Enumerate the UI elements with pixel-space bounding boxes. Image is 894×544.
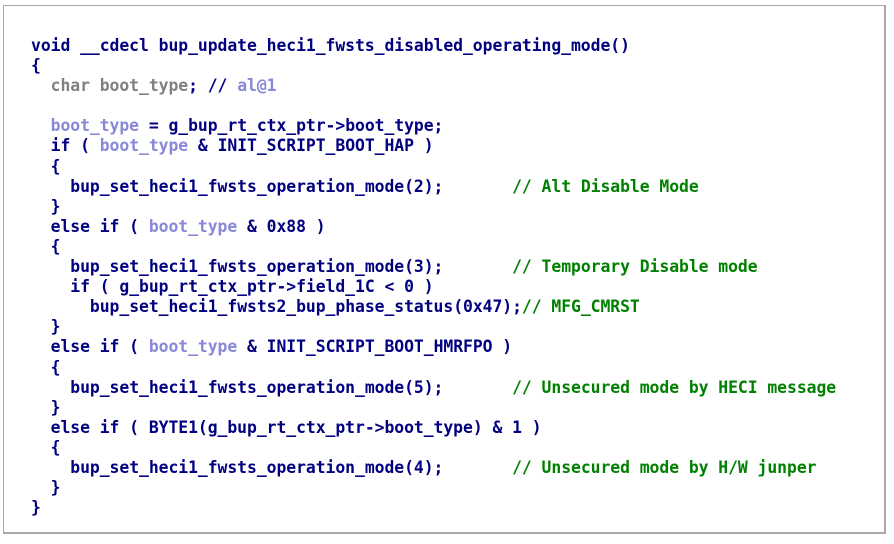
code-line[interactable]: } <box>31 498 836 518</box>
code-token: if ( <box>50 136 100 156</box>
comment-token: // Alt Disable Mode <box>443 176 699 196</box>
code-indent <box>31 337 51 356</box>
code-token: bup_set_heci1_fwsts2_bup_phase_status(0x… <box>89 297 522 317</box>
code-token: & 0x88 ) <box>237 216 326 236</box>
code-indent <box>31 237 51 256</box>
local-variable-token: al@1 <box>227 76 277 96</box>
code-token: } <box>50 397 61 417</box>
comment-token: // Unsecured mode by HECI message <box>443 377 837 397</box>
comment-token: // MFG_CMRST <box>521 297 640 317</box>
code-token: & INIT_SCRIPT_BOOT_HAP ) <box>188 136 434 156</box>
code-line[interactable]: { <box>31 358 836 378</box>
code-token: } <box>50 478 61 498</box>
code-token: bup_set_heci1_fwsts_operation_mode(4); <box>70 457 444 477</box>
code-indent <box>31 398 51 417</box>
code-line[interactable]: } <box>31 398 836 418</box>
code-line[interactable]: boot_type = g_bup_rt_ctx_ptr->boot_type; <box>31 116 836 136</box>
local-variable-token: boot_type <box>50 116 140 136</box>
code-token: { <box>50 156 61 176</box>
code-indent <box>31 197 51 216</box>
local-variable-token: boot_type <box>148 216 238 236</box>
local-variable-token: boot_type <box>99 136 189 156</box>
code-token: } <box>31 498 41 518</box>
code-line[interactable]: else if ( boot_type & 0x88 ) <box>31 217 836 237</box>
pseudocode-panel: void __cdecl bup_update_heci1_fwsts_disa… <box>3 5 886 534</box>
local-variable-token: boot_type <box>148 337 238 357</box>
code-token: bup_set_heci1_fwsts_operation_mode(3); <box>70 257 444 277</box>
code-line[interactable]: { <box>31 438 836 458</box>
code-indent <box>31 317 51 336</box>
code-line[interactable]: else if ( BYTE1(g_bup_rt_ctx_ptr->boot_t… <box>31 418 836 438</box>
code-token: = g_bup_rt_ctx_ptr->boot_type; <box>139 116 444 136</box>
code-indent <box>31 157 51 176</box>
code-token: else if ( <box>50 337 149 357</box>
code-token: bup_set_heci1_fwsts_operation_mode(5); <box>70 377 444 397</box>
code-indent <box>31 177 70 196</box>
code-line[interactable]: bup_set_heci1_fwsts_operation_mode(3); /… <box>31 257 836 277</box>
comment-token: // Unsecured mode by H/W junper <box>443 457 817 477</box>
code-token: void __cdecl bup_update_heci1_fwsts_disa… <box>31 36 630 55</box>
code-line[interactable]: { <box>31 157 836 177</box>
code-line[interactable]: bup_set_heci1_fwsts_operation_mode(4); /… <box>31 458 836 478</box>
code-indent <box>31 458 70 477</box>
code-token: if ( g_bup_rt_ctx_ptr->field_1C < 0 ) <box>70 277 434 297</box>
code-line[interactable]: char boot_type; // al@1 <box>31 76 836 96</box>
code-indent <box>31 277 70 296</box>
code-line[interactable]: } <box>31 197 836 217</box>
code-line[interactable]: if ( g_bup_rt_ctx_ptr->field_1C < 0 ) <box>31 277 836 297</box>
code-line[interactable]: { <box>31 56 836 76</box>
code-line[interactable]: if ( boot_type & INIT_SCRIPT_BOOT_HAP ) <box>31 136 836 156</box>
code-token: bup_set_heci1_fwsts_operation_mode(2); <box>70 176 444 196</box>
code-token: ; // <box>188 76 228 96</box>
code-indent <box>31 136 51 155</box>
code-token: } <box>50 196 61 216</box>
code-indent <box>31 297 90 316</box>
code-line[interactable]: bup_set_heci1_fwsts2_bup_phase_status(0x… <box>31 297 836 317</box>
code-indent <box>31 378 70 397</box>
code-line[interactable]: void __cdecl bup_update_heci1_fwsts_disa… <box>31 36 836 56</box>
code-token: { <box>50 236 61 256</box>
code-line[interactable]: bup_set_heci1_fwsts_operation_mode(5); /… <box>31 378 836 398</box>
code-token: } <box>50 317 61 337</box>
code-token: { <box>31 56 41 76</box>
code-line[interactable]: } <box>31 478 836 498</box>
declaration-token: char boot_type <box>50 76 189 96</box>
code-indent <box>31 116 51 135</box>
code-indent <box>31 76 51 95</box>
code-token: { <box>50 357 61 377</box>
comment-token: // Temporary Disable mode <box>443 257 758 277</box>
code-line[interactable]: } <box>31 317 836 337</box>
code-token: { <box>50 437 61 457</box>
code-indent <box>31 478 51 497</box>
code-indent <box>31 257 70 276</box>
code-indent <box>31 358 51 377</box>
code-line[interactable]: { <box>31 237 836 257</box>
code-token: & INIT_SCRIPT_BOOT_HMRFPO ) <box>237 337 513 357</box>
code-indent <box>31 217 51 236</box>
code-indent <box>31 418 51 437</box>
code-indent <box>31 438 51 457</box>
pseudocode-listing[interactable]: void __cdecl bup_update_heci1_fwsts_disa… <box>31 36 836 518</box>
code-token: else if ( <box>50 216 149 236</box>
code-line[interactable]: else if ( boot_type & INIT_SCRIPT_BOOT_H… <box>31 337 836 357</box>
code-line[interactable] <box>31 96 836 116</box>
code-line[interactable]: bup_set_heci1_fwsts_operation_mode(2); /… <box>31 177 836 197</box>
code-token: else if ( BYTE1(g_bup_rt_ctx_ptr->boot_t… <box>50 417 542 437</box>
